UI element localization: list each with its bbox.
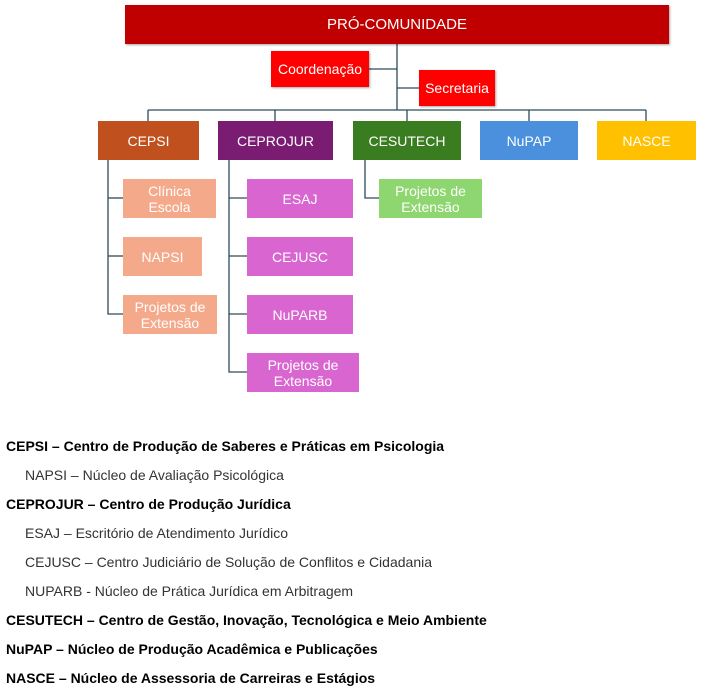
- esaj-box: ESAJ: [247, 179, 353, 218]
- legend-cepsi: CEPSI – Centro de Produção de Saberes e …: [6, 438, 445, 454]
- ceprojur-branch: [228, 160, 247, 373]
- legend-ceprojur: CEPROJUR – Centro de Produção Jurídica: [6, 496, 291, 512]
- legend-napsi: NAPSI – Núcleo de Avaliação Psicológica: [25, 467, 284, 483]
- cesutech-projetos-box: Projetos de Extensão: [379, 179, 482, 218]
- legend-esaj: ESAJ – Escritório de Atendimento Jurídic…: [25, 525, 289, 541]
- legend-nupap: NuPAP – Núcleo de Produção Acadêmica e P…: [6, 641, 378, 657]
- napsi-box: NAPSI: [123, 237, 202, 276]
- cepsi-box: CEPSI: [98, 121, 199, 160]
- legend-list: CEPSI – Centro de Produção de Saberes e …: [6, 432, 706, 693]
- nuparb-box: NuPARB: [247, 295, 353, 334]
- pro-comunidade-box: PRÓ-COMUNIDADE: [125, 5, 669, 44]
- nupap-box: NuPAP: [480, 121, 578, 160]
- legend-cesutech: CESUTECH – Centro de Gestão, Inovação, T…: [6, 612, 487, 628]
- nasce-box: NASCE: [597, 121, 696, 160]
- cepsi-branch: [107, 160, 123, 315]
- ceprojur-box: CEPROJUR: [218, 121, 333, 160]
- legend-nuparb: NUPARB - Núcleo de Prática Jurídica em A…: [25, 583, 354, 599]
- legend-nasce: NASCE – Núcleo de Assessoria de Carreira…: [6, 670, 376, 686]
- cesutech-branch: [364, 160, 379, 199]
- cesutech-box: CESUTECH: [353, 121, 461, 160]
- secretaria-box: Secretaria: [419, 70, 495, 106]
- cejusc-box: CEJUSC: [247, 237, 353, 276]
- org-chart: PRÓ-COMUNIDADE Coordenação Secretaria CE…: [98, 5, 696, 392]
- clinica-escola-box: Clínica Escola: [123, 179, 216, 218]
- cepsi-projetos-box: Projetos de Extensão: [123, 295, 217, 334]
- coordenacao-box: Coordenação: [271, 51, 369, 87]
- legend-cejusc: CEJUSC – Centro Judiciário de Solução de…: [25, 554, 432, 570]
- connector-lines: [107, 44, 647, 373]
- ceprojur-projetos-box: Projetos de Extensão: [247, 353, 359, 392]
